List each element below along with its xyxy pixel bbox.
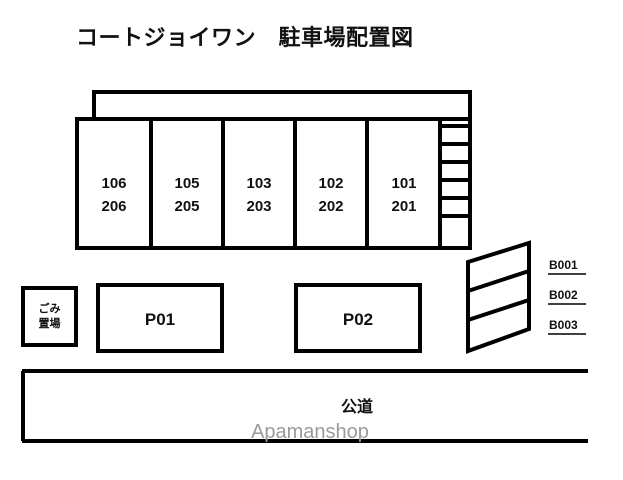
bike-slot-b001-label: B001 [549,258,578,272]
stall-upper-number: 101 [391,175,416,192]
stall-lower-number: 202 [318,198,343,215]
stall-upper-number: 106 [101,175,126,192]
bike-slot-b003[interactable]: B003 [548,318,586,335]
walkway-corridor [92,90,472,122]
stall-upper-number: 105 [174,175,199,192]
bike-slot-divider-2 [467,298,530,322]
parking-stall-102-202[interactable]: 102 202 [318,175,343,215]
bike-slot-divider-1 [467,269,530,293]
plot-p01-box[interactable] [96,283,224,353]
stall-lower-number: 205 [174,198,199,215]
parking-stall-106-206[interactable]: 106 206 [101,175,126,215]
stall-lower-number: 206 [101,198,126,215]
page-title: コートジョイワン 駐車場配置図 [76,25,414,50]
bike-slot-b001[interactable]: B001 [548,258,586,275]
stall-lower-number: 201 [391,198,416,215]
bike-slot-b002[interactable]: B002 [548,288,586,305]
parking-stall-103-203[interactable]: 103 203 [246,175,271,215]
stall-upper-number: 103 [246,175,271,192]
bike-storage-outline[interactable] [466,240,531,354]
parking-block-outline [75,117,472,250]
trash-area-box[interactable] [21,286,78,347]
bicycle-storage-area [466,240,531,354]
apamanshop-watermark: Apamanshop [251,421,369,443]
trash-area-label-line2: 置場 [39,316,61,330]
parking-stall-101-201[interactable]: 101 201 [391,175,416,215]
plot-p01-label: P01 [145,310,175,329]
bike-slot-b003-label: B003 [549,318,578,332]
parking-stall-105-205[interactable]: 105 205 [174,175,199,215]
trash-area-label-line1: ごみ [39,301,61,315]
stall-lower-number: 203 [246,198,271,215]
plot-p02-label: P02 [343,310,373,329]
bike-slot-b002-label: B002 [549,288,578,302]
public-road [21,369,588,443]
staircase [440,124,470,218]
plot-p02-box[interactable] [294,283,422,353]
public-road-label: 公道 [341,397,373,416]
stall-upper-number: 102 [318,175,343,192]
